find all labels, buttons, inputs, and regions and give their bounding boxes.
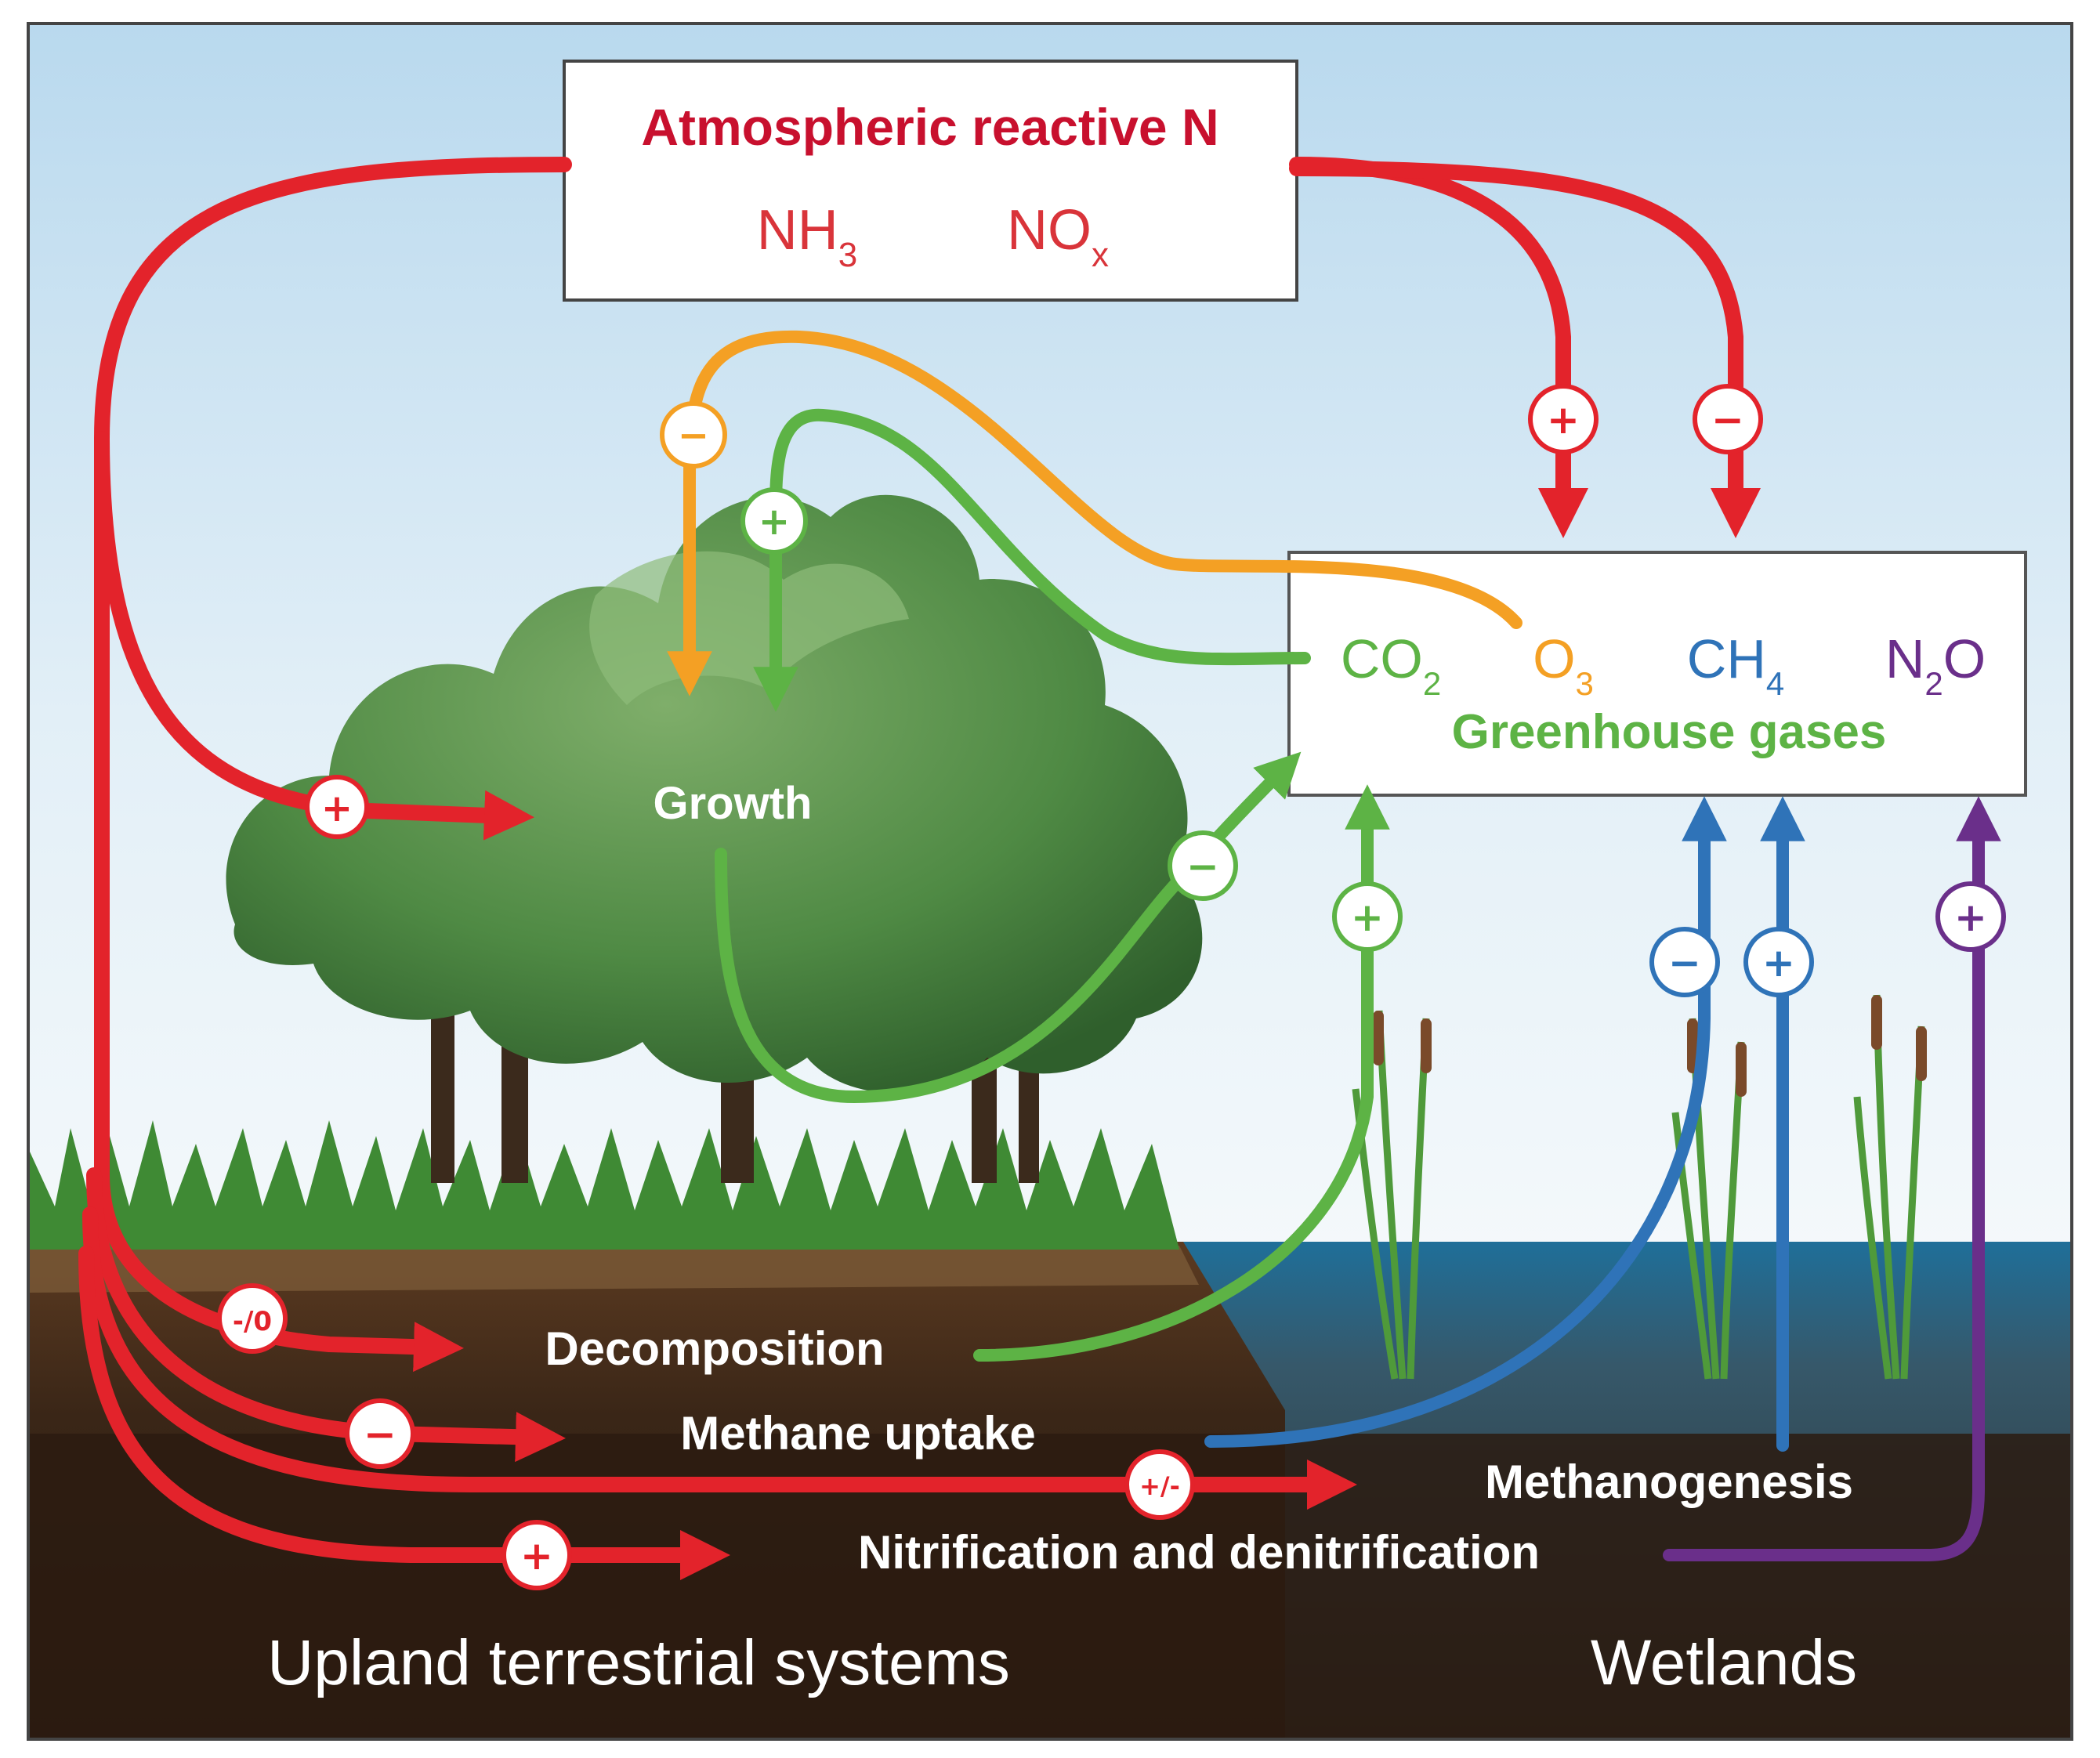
nitrogen-arrows	[78, 157, 1761, 1581]
arrow-decomposition-to-co2	[973, 784, 1390, 1362]
arrow-o3-to-growth	[667, 330, 1522, 696]
arrow-atm-to-methane-uptake	[86, 1167, 566, 1463]
sign-badge-atm-methane-uptake: −	[345, 1398, 415, 1469]
arrow-co2-to-growth	[753, 408, 1311, 712]
sign-badge-o3-growth: −	[660, 401, 727, 468]
svg-text:−: −	[1186, 844, 1219, 889]
greenhouse-gases-frame	[1287, 551, 2027, 797]
co2-label: CO2	[1341, 628, 1441, 702]
sign-badge-atm-growth: +	[305, 775, 369, 839]
sign-badge-nitrification-n2o: +	[1935, 881, 2006, 952]
sign-badge-uptake-ch4: −	[1649, 927, 1720, 997]
diagram-frame	[27, 22, 2073, 1741]
grass-strip	[30, 1120, 1179, 1250]
sign-badge-atm-decomposition: -/0	[217, 1283, 288, 1354]
nh3-label: NH3	[757, 199, 857, 274]
reed-head	[1421, 1018, 1432, 1073]
svg-text:+: +	[1547, 397, 1580, 443]
svg-text:−: −	[1668, 940, 1701, 986]
svg-text:+: +	[1762, 940, 1795, 986]
root-litter-layer	[30, 1246, 1199, 1293]
svg-text:+: +	[321, 787, 353, 830]
reed-head	[1687, 1018, 1698, 1073]
process-labels: Growth Decomposition Methane uptake Meth…	[545, 778, 1853, 1579]
svg-text:−: −	[1711, 397, 1744, 443]
n2o-label: N2O	[1885, 628, 1986, 702]
reed-group	[1352, 994, 1927, 1380]
tree-canopy	[226, 494, 1203, 1093]
svg-text:−: −	[364, 1412, 396, 1457]
nitrification-label: Nitrification and denitrification	[858, 1526, 1540, 1579]
sign-badges: + + − − + − + -/0	[217, 384, 2006, 1590]
svg-text:-/0: -/0	[233, 1306, 272, 1337]
sign-badge-methanogenesis-ch4: +	[1743, 927, 1814, 997]
atmospheric-n-frame	[563, 60, 1298, 302]
growth-label: Growth	[654, 778, 813, 829]
sign-badge-atm-methanogenesis: +/-	[1124, 1449, 1195, 1520]
sign-badge-co2-growth: +	[740, 487, 808, 555]
arrow-nitrification-to-n2o	[1663, 796, 2001, 1561]
arrow-uptake-to-ch4	[1204, 796, 1727, 1448]
svg-text:+: +	[759, 500, 790, 544]
decomposition-label: Decomposition	[545, 1322, 884, 1375]
wetlands-region-label: Wetlands	[1591, 1627, 1857, 1698]
reed-head	[1916, 1026, 1927, 1081]
reed-head	[1373, 1011, 1384, 1065]
methanogenesis-label: Methanogenesis	[1485, 1456, 1853, 1508]
reed-head	[1736, 1042, 1747, 1097]
svg-text:+: +	[1954, 895, 1987, 940]
greenhouse-gases-title: Greenhouse gases	[1452, 705, 1887, 759]
atmospheric-n-box: Atmospheric reactive N NH3 NOx	[563, 60, 1298, 302]
atmospheric-n-title: Atmospheric reactive N	[641, 98, 1218, 156]
sign-badge-growth-co2: −	[1168, 830, 1238, 901]
svg-text:+: +	[1351, 895, 1384, 940]
upland-region-label: Upland terrestrial systems	[267, 1627, 1010, 1698]
methane-arrows	[1204, 796, 1805, 1452]
sign-badge-decomp-co2: +	[1332, 881, 1403, 952]
arrow-atm-to-ch4	[1289, 161, 1761, 539]
ch4-label: CH4	[1687, 628, 1784, 702]
sign-badge-atm-nitrification: +	[501, 1520, 572, 1590]
arrow-atm-to-nitrification	[78, 1246, 731, 1581]
sign-badge-atm-ch4: −	[1693, 384, 1763, 454]
svg-text:+: +	[520, 1533, 553, 1579]
sign-badge-atm-o3: +	[1528, 384, 1599, 454]
nox-label: NOx	[1007, 199, 1109, 274]
arrow-atm-to-methanogenesis	[82, 1206, 1358, 1510]
greenhouse-gases-box: CO2 O3 CH4 N2O Greenhouse gases	[1287, 551, 2027, 797]
o3-label: O3	[1533, 628, 1594, 702]
arrow-atm-to-decomposition	[94, 431, 464, 1373]
tree-group	[226, 494, 1203, 1183]
svg-text:+/-: +/-	[1139, 1471, 1180, 1501]
reed-head	[1871, 995, 1882, 1050]
methane-uptake-label: Methane uptake	[680, 1407, 1035, 1460]
svg-text:−: −	[678, 414, 709, 458]
